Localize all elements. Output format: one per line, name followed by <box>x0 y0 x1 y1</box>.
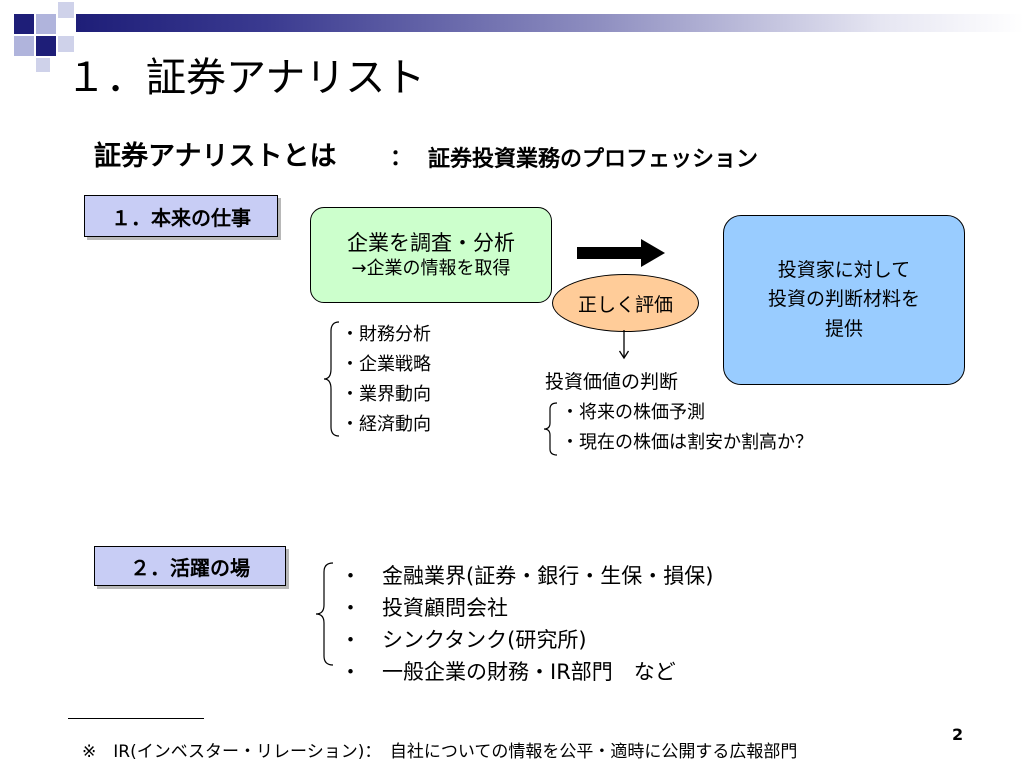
list-item: ・財務分析 <box>341 324 431 345</box>
deco-square-dark <box>14 14 34 34</box>
provide-info-line: 投資家に対して <box>777 258 911 281</box>
deco-square-light <box>58 2 74 18</box>
section2-label-text: ２．活躍の場 <box>130 555 250 580</box>
deco-square-light <box>58 36 74 52</box>
left-brace-icon <box>323 321 340 437</box>
header-bar <box>76 14 1024 32</box>
research-items-list: ・財務分析 ・企業戦略 ・業界動向 ・経済動向 <box>341 320 431 440</box>
footnote: ※ IR(インベスター・リレーション)： 自社についての情報を公平・適時に公開す… <box>82 742 798 762</box>
deco-square-light <box>36 58 50 72</box>
provide-info-line: 提供 <box>824 317 863 340</box>
definition-term: 証券アナリストとは <box>94 141 337 172</box>
list-item: ・経済動向 <box>341 414 431 435</box>
left-brace-icon <box>315 562 334 666</box>
left-brace-icon <box>543 402 558 456</box>
research-box: 企業を調査・分析 →企業の情報を取得 <box>310 207 552 303</box>
list-item: ・企業戦略 <box>341 354 431 375</box>
footnote-rule <box>68 718 204 719</box>
section1-label-text: １．本来の仕事 <box>111 205 251 230</box>
list-item: ・ 投資顧問会社 <box>340 596 508 620</box>
list-item: ・ シンクタンク(研究所) <box>340 628 587 652</box>
workplace-list: ・ 金融業界(証券・銀行・生保・損保) ・ 投資顧問会社 ・ シンクタンク(研究… <box>340 560 713 688</box>
research-box-line1: 企業を調査・分析 <box>347 230 515 255</box>
page-number: 2 <box>952 725 964 744</box>
definition-colon: ： <box>390 146 413 171</box>
provide-info-box: 投資家に対して 投資の判断材料を 提供 <box>723 215 965 385</box>
value-judgment-list: ・将来の株価予測 ・現在の株価は割安か割高か？ <box>561 398 813 458</box>
down-arrow-icon <box>618 330 630 360</box>
section2-label: ２．活躍の場 <box>94 546 286 586</box>
list-item: ・業界動向 <box>341 384 431 405</box>
evaluate-oval-text: 正しく評価 <box>577 293 673 316</box>
research-box-line2: →企業の情報を取得 <box>351 258 511 280</box>
definition-text: 証券投資業務のプロフェッション <box>428 147 759 172</box>
provide-info-line: 投資の判断材料を <box>767 288 920 311</box>
list-item: ・ 一般企業の財務・IR部門 など <box>340 660 676 684</box>
list-item: ・将来の株価予測 <box>561 402 705 423</box>
deco-square-light <box>14 36 34 56</box>
slide-title: １．証券アナリスト <box>66 55 426 101</box>
deco-square-light <box>36 14 56 34</box>
evaluate-oval: 正しく評価 <box>552 274 699 332</box>
right-arrow-icon <box>577 239 665 267</box>
list-item: ・現在の株価は割安か割高か？ <box>561 432 813 453</box>
deco-square-dark <box>36 36 56 56</box>
list-item: ・ 金融業界(証券・銀行・生保・損保) <box>340 564 714 588</box>
value-judgment-heading: 投資価値の判断 <box>545 371 679 393</box>
section1-label: １．本来の仕事 <box>84 195 278 237</box>
